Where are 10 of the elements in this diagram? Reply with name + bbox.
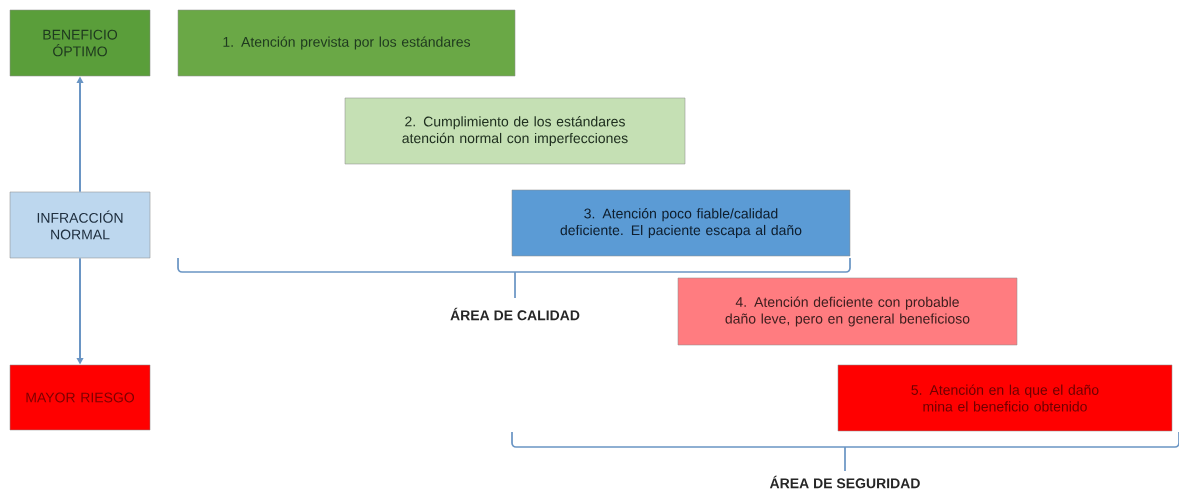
care-box: 4. Atención deficiente con probable daño leve, pero en general beneficioso <box>677 277 1018 346</box>
care-box: 2. Cumplimiento de los estándares atención normal con imperfecciones <box>344 97 686 165</box>
level-box: BENEFICIO ÓPTIMO <box>9 9 151 77</box>
area-label: ÁREA DE CALIDAD <box>450 307 580 321</box>
level-box: MAYOR RIESGO <box>9 364 151 431</box>
care-box: 1. Atención prevista por los estándares <box>177 9 516 77</box>
care-box: 3. Atención poco fiable/calidad deficiente. El paciente escapa al daño <box>511 189 851 257</box>
area-label: ÁREA DE SEGURIDAD <box>769 475 920 489</box>
level-box: INFRACCIÓN NORMAL <box>9 191 151 259</box>
care-box: 5. Atención en la que el daño mina el beneficio obtenido <box>837 364 1173 432</box>
